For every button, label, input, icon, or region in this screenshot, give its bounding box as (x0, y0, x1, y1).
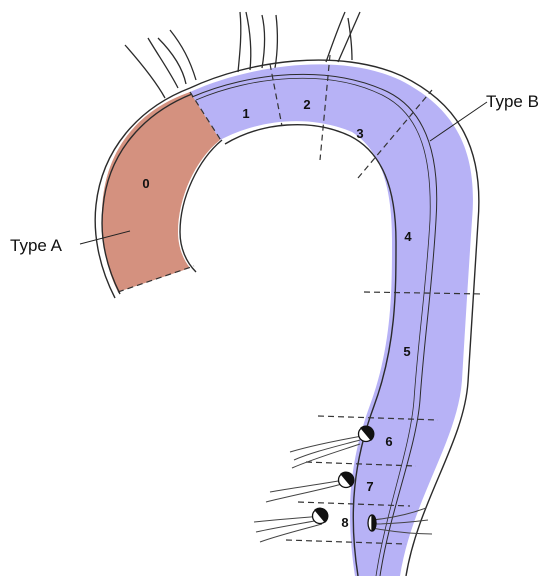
zone-label-7: 7 (366, 479, 373, 494)
type-b-label: Type B (486, 92, 539, 111)
zone-label-6: 6 (385, 434, 392, 449)
type-a-label: Type A (10, 236, 63, 255)
zone-label-8: 8 (341, 515, 348, 530)
zone-label-0: 0 (142, 176, 149, 191)
type-a-region (102, 92, 220, 292)
zone-label-5: 5 (403, 344, 410, 359)
zone-label-2: 2 (303, 97, 310, 112)
zone-label-4: 4 (404, 229, 412, 244)
zone-label-3: 3 (356, 126, 363, 141)
zone-label-1: 1 (242, 106, 249, 121)
